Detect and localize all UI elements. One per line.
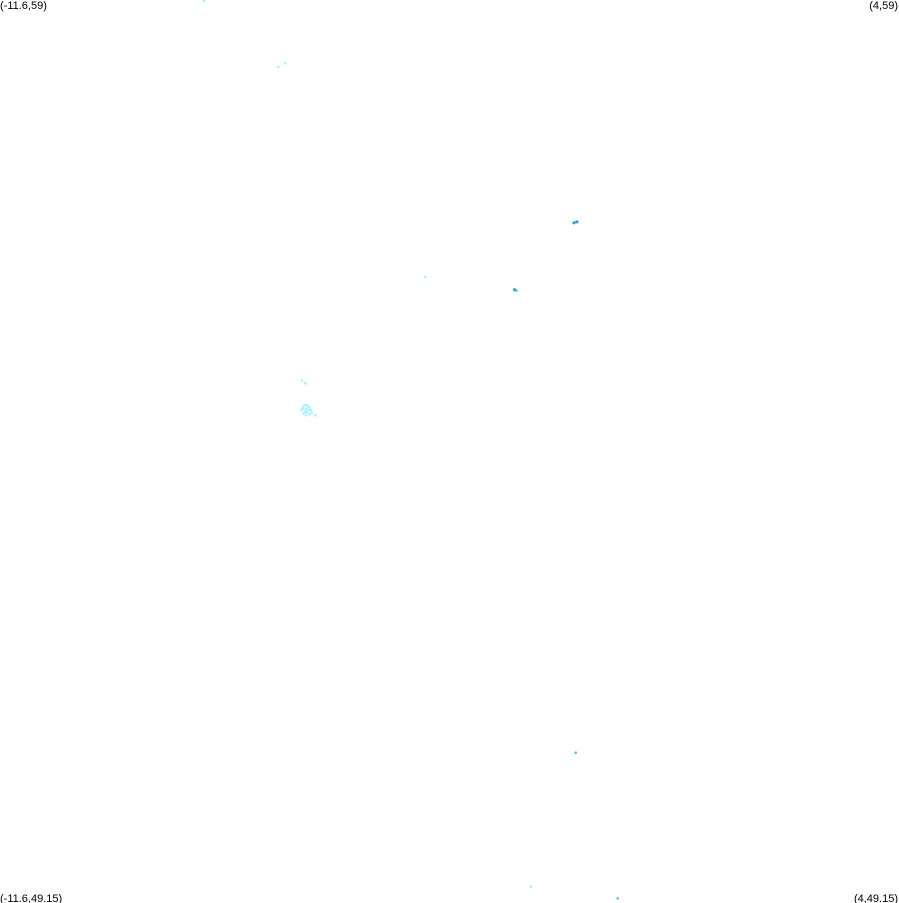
map-point (307, 408, 310, 412)
map-point (424, 275, 427, 279)
map-point (284, 62, 287, 65)
map-point (302, 412, 306, 415)
bottom-right-coordinate-label: (4,49.15) (853, 893, 898, 903)
map-point (308, 413, 311, 416)
map-point (309, 408, 312, 412)
map-point (515, 289, 518, 292)
bottom-left-coordinate-label: (-11.6,49.15) (0, 893, 63, 903)
top-left-coordinate-label: (-11.6,59) (0, 0, 47, 12)
map-point (313, 414, 317, 417)
map-point (277, 65, 280, 69)
top-right-coordinate-label: (4,59) (869, 0, 898, 12)
map-point (304, 414, 308, 417)
map-point (301, 406, 305, 410)
map-point (300, 379, 304, 382)
map-point (575, 220, 579, 224)
map-point (572, 221, 576, 225)
map-point (529, 885, 533, 888)
map-point (303, 403, 306, 407)
map-point (300, 408, 303, 412)
map-point (303, 410, 307, 413)
map-point (304, 381, 307, 385)
map-point (305, 403, 308, 407)
map-point (305, 411, 309, 414)
map-point (616, 897, 620, 900)
map-point (307, 405, 311, 409)
map-point (304, 407, 308, 411)
map-point (310, 411, 314, 414)
map-point (202, 0, 206, 3)
map-point (574, 751, 577, 754)
